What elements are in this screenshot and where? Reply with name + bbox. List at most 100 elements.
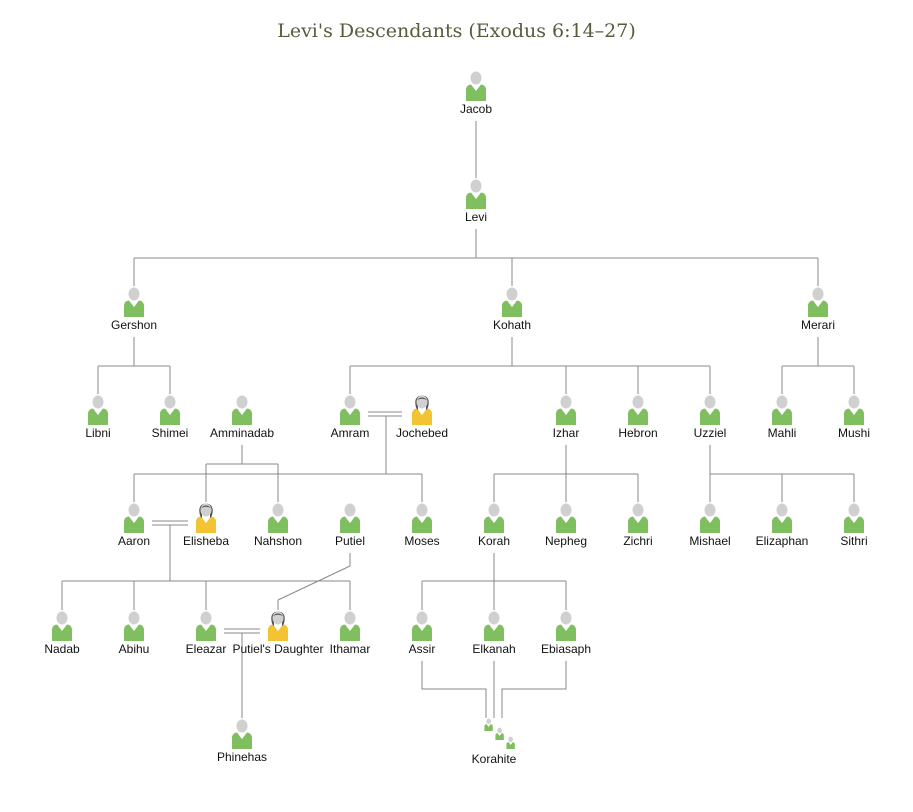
person-ebiasaph[interactable]: Ebiasaph [516, 610, 616, 656]
person-name: Moses [404, 534, 440, 548]
person-jochebed[interactable]: Jochebed [372, 394, 472, 440]
person-nepheg[interactable]: Nepheg [516, 502, 616, 548]
person-name: Libni [85, 426, 111, 440]
person-aaron[interactable]: Aaron [84, 502, 184, 548]
group-icon [444, 718, 544, 752]
woman-icon [156, 502, 256, 534]
person-name: Jochebed [395, 426, 449, 440]
man-icon [120, 394, 220, 426]
person-elisheba[interactable]: Elisheba [156, 502, 256, 548]
person-name: Amminadab [209, 426, 275, 440]
person-name: Nepheg [544, 534, 588, 548]
person-name: Ithamar [329, 642, 371, 656]
person-putiels-daughter[interactable]: Putiel's Daughter [228, 610, 328, 656]
person-nadab[interactable]: Nadab [12, 610, 112, 656]
man-icon [804, 394, 904, 426]
person-putiel[interactable]: Putiel [300, 502, 400, 548]
person-name: Uzziel [693, 426, 727, 440]
person-name: Phinehas [216, 750, 268, 764]
woman-icon [228, 610, 328, 642]
person-sithri[interactable]: Sithri [804, 502, 904, 548]
person-name: Nadab [44, 642, 80, 656]
person-name: Elisheba [182, 534, 230, 548]
person-mushi[interactable]: Mushi [804, 394, 904, 440]
connector-line [277, 565, 351, 601]
man-icon [768, 286, 868, 318]
person-moses[interactable]: Moses [372, 502, 472, 548]
man-icon [192, 718, 292, 750]
person-ithamar[interactable]: Ithamar [300, 610, 400, 656]
man-icon [84, 286, 184, 318]
person-zichri[interactable]: Zichri [588, 502, 688, 548]
person-name: Izhar [552, 426, 580, 440]
person-name: Mushi [837, 426, 870, 440]
person-shimei[interactable]: Shimei [120, 394, 220, 440]
person-name: Eleazar [185, 642, 227, 656]
man-icon [732, 394, 832, 426]
man-icon [516, 502, 616, 534]
person-assir[interactable]: Assir [372, 610, 472, 656]
connector-line [501, 661, 567, 718]
person-phinehas[interactable]: Phinehas [192, 718, 292, 764]
man-icon [588, 394, 688, 426]
person-libni[interactable]: Libni [48, 394, 148, 440]
man-icon [462, 286, 562, 318]
man-icon [444, 610, 544, 642]
person-jacob[interactable]: Jacob [426, 70, 526, 116]
man-icon [588, 502, 688, 534]
person-name: Putiel [334, 534, 366, 548]
person-hebron[interactable]: Hebron [588, 394, 688, 440]
person-name: Amram [330, 426, 370, 440]
man-icon [660, 502, 760, 534]
person-gershon[interactable]: Gershon [84, 286, 184, 332]
man-icon [426, 70, 526, 102]
connector-line [421, 661, 487, 718]
person-izhar[interactable]: Izhar [516, 394, 616, 440]
person-name: Abihu [118, 642, 150, 656]
chart-title: Levi's Descendants (Exodus 6:14–27) [277, 20, 636, 42]
man-icon [156, 610, 256, 642]
man-icon [660, 394, 760, 426]
person-nahshon[interactable]: Nahshon [228, 502, 328, 548]
man-icon [84, 502, 184, 534]
person-kohath[interactable]: Kohath [462, 286, 562, 332]
person-mishael[interactable]: Mishael [660, 502, 760, 548]
man-icon [804, 502, 904, 534]
man-icon [12, 610, 112, 642]
person-name: Gershon [110, 318, 158, 332]
person-name: Kohath [492, 318, 532, 332]
man-icon [732, 502, 832, 534]
woman-icon [372, 394, 472, 426]
person-uzziel[interactable]: Uzziel [660, 394, 760, 440]
person-levi[interactable]: Levi [426, 178, 526, 224]
person-amram[interactable]: Amram [300, 394, 400, 440]
person-name: Aaron [117, 534, 151, 548]
person-abihu[interactable]: Abihu [84, 610, 184, 656]
person-name: Putiel's Daughter [232, 642, 324, 656]
person-name: Mahli [767, 426, 797, 440]
person-elizaphan[interactable]: Elizaphan [732, 502, 832, 548]
person-korahite[interactable]: Korahite [444, 718, 544, 766]
person-name: Korah [477, 534, 511, 548]
man-icon [300, 502, 400, 534]
person-name: Assir [408, 642, 436, 656]
man-icon [426, 178, 526, 210]
man-icon [300, 394, 400, 426]
person-korah[interactable]: Korah [444, 502, 544, 548]
person-name: Elkanah [472, 642, 516, 656]
person-name: Korahite [471, 752, 517, 766]
person-eleazar[interactable]: Eleazar [156, 610, 256, 656]
man-icon [372, 610, 472, 642]
person-amminadab[interactable]: Amminadab [192, 394, 292, 440]
person-name: Jacob [459, 102, 493, 116]
man-icon [300, 610, 400, 642]
man-icon [372, 502, 472, 534]
man-icon [84, 610, 184, 642]
man-icon [516, 610, 616, 642]
person-name: Sithri [840, 534, 868, 548]
person-merari[interactable]: Merari [768, 286, 868, 332]
person-mahli[interactable]: Mahli [732, 394, 832, 440]
person-elkanah[interactable]: Elkanah [444, 610, 544, 656]
